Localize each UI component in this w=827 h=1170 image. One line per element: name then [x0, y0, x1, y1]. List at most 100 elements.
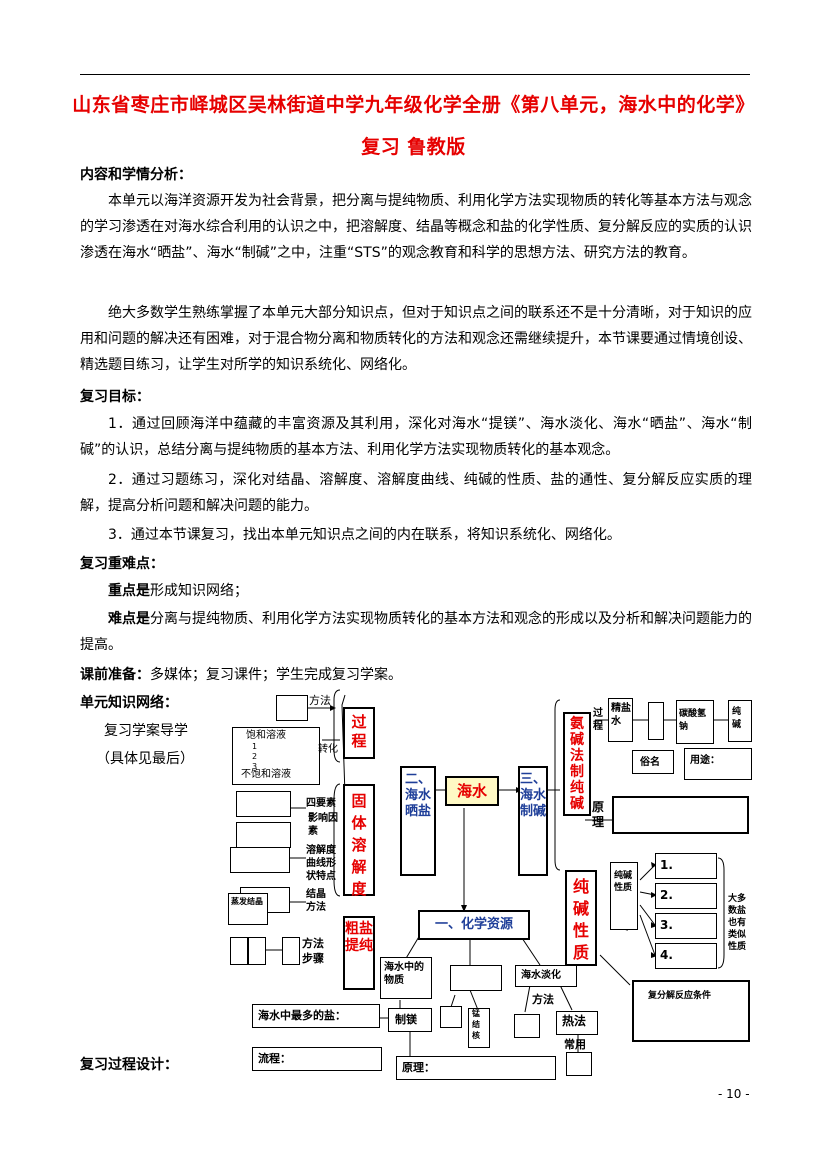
diagram-box-blank	[276, 695, 308, 721]
diagram-box-blank	[248, 937, 266, 965]
property-1-box	[655, 853, 717, 879]
soda-properties-box	[610, 862, 638, 930]
label-method-3: 方法	[532, 993, 554, 1006]
preparation: 课前准备：多媒体；复习课件；学生完成复习学案。	[80, 662, 752, 688]
label-seawater-substances: 海水中的物质	[384, 962, 424, 986]
heat-method-box	[556, 1011, 598, 1035]
key-point: 重点是形成知识网络；	[108, 578, 748, 604]
label-soda-properties: 纯碱性质	[565, 870, 597, 966]
label-use: 用途：	[690, 755, 720, 766]
magnesium-box	[388, 1008, 432, 1032]
label-brine: 精盐水	[611, 703, 631, 727]
label-unsaturated: 不饱和溶液	[241, 769, 291, 780]
label-saturated: 饱和溶液	[246, 730, 286, 741]
label-common: 常用	[564, 1038, 586, 1051]
label-curve: 溶解度曲线形状特点	[306, 845, 336, 882]
label-steps: 步骤	[302, 952, 324, 965]
label-four-factors: 四要素	[306, 798, 336, 809]
label-method-1: 方法	[309, 694, 331, 707]
diagram-box-blank	[648, 702, 664, 740]
label-conversion: 转化	[318, 744, 338, 755]
brine-box	[608, 698, 633, 742]
heading-process: 复习过程设计：	[80, 1057, 178, 1073]
heading-key-points: 复习重难点：	[80, 556, 164, 572]
label-sea-salt: 二、海水晒盐	[400, 766, 436, 876]
diagram-box-blank	[230, 847, 290, 873]
flow-box	[252, 1047, 382, 1071]
label-numbers: 1 2 3	[252, 742, 258, 771]
side-note-2: （具体见最后）	[96, 751, 194, 767]
diagram-box-blank	[236, 822, 291, 848]
use-box	[684, 748, 752, 780]
label-property-3: 3.	[660, 918, 673, 932]
diagram-box-blank	[230, 937, 248, 965]
key-label: 重点是	[108, 583, 150, 599]
label-magnesium: 制镁	[395, 1013, 417, 1026]
difficult-text: 分离与提纯物质、利用化学方法实现物质转化的基本方法和观念的形成以及分析和解决问题…	[80, 611, 752, 653]
label-soda: 纯碱	[732, 707, 742, 730]
page-number: - 10 -	[718, 1087, 750, 1101]
difficult-point: 难点是分离与提纯物质、利用化学方法实现物质转化的基本方法和观念的形成以及分析和解…	[80, 606, 752, 658]
label-most-salt: 海水中最多的盐：	[258, 1009, 346, 1022]
common-name-box	[632, 750, 674, 774]
nodule-box	[468, 1008, 490, 1048]
label-crude-salt: 粗盐提纯	[343, 916, 375, 990]
double-decomp-box	[632, 980, 750, 1042]
center-seawater: 海水	[445, 776, 499, 806]
property-3-box	[655, 913, 717, 939]
diagram-box-blank	[514, 1014, 540, 1038]
label-double-decomp: 复分解反应条件	[648, 991, 712, 1001]
label-soda-properties-small: 纯碱性质	[614, 871, 633, 893]
label-principle-2: 原理	[592, 800, 605, 829]
preparation-text: 多媒体；复习课件；学生完成复习学案。	[150, 667, 402, 683]
heading-analysis: 内容和学情分析：	[80, 167, 192, 183]
label-method-2: 方法	[302, 937, 324, 950]
goal-2: 2．通过习题练习，深化对结晶、溶解度、溶解度曲线、纯碱的性质、盐的通性、复分解反…	[80, 472, 752, 514]
principle-answer-box	[612, 796, 749, 834]
label-common-name: 俗名	[640, 757, 660, 768]
label-soda-making: 三、海水制碱	[518, 766, 548, 876]
label-nodule: 锰结核	[472, 1009, 480, 1040]
document-subtitle: 复习 鲁教版	[361, 136, 466, 158]
goal-3: 3．通过本节课复习，找出本单元知识点之间的内在联系，将知识系统化、网络化。	[108, 527, 621, 543]
difficult-label: 难点是	[108, 611, 150, 627]
heading-network: 单元知识网络：	[80, 695, 178, 711]
label-flow: 流程：	[258, 1052, 291, 1065]
principle-box	[396, 1056, 556, 1080]
most-salt-box	[252, 1004, 380, 1028]
diagram-box-blank	[450, 965, 502, 991]
analysis-paragraph-2: 绝大多数学生熟练掌握了本单元大部分知识点，但对于知识点之间的联系还不是十分清晰，…	[80, 305, 752, 373]
side-note-1: 复习学案导学	[104, 723, 188, 739]
label-ammonia-soda: 氨碱法制纯碱	[563, 712, 591, 816]
diagram-box-blank	[236, 791, 291, 817]
label-bicarbonate: 碳酸氢钠	[679, 709, 707, 732]
diagram-box-blank	[566, 1052, 592, 1076]
soda-box	[728, 700, 752, 742]
label-influence: 影响因素	[308, 813, 338, 837]
label-evaporation: 蒸发结晶	[231, 897, 263, 906]
label-solubility: 固体溶解度	[343, 784, 375, 898]
label-property-4: 4.	[660, 948, 673, 962]
preparation-label: 课前准备：	[80, 667, 150, 683]
diagram-box-blank	[440, 1006, 462, 1028]
bicarbonate-box	[676, 700, 714, 744]
label-desalination: 海水淡化	[521, 970, 561, 981]
label-property-2: 2.	[660, 888, 673, 902]
label-heat-method: 热法	[562, 1014, 587, 1028]
seawater-substances-box	[380, 957, 432, 999]
diagram-box-blank	[282, 937, 300, 965]
label-crystal-method: 结晶方法	[306, 889, 326, 913]
analysis-paragraph-1: 本单元以海洋资源开发为社会背景，把分离与提纯物质、利用化学方法实现物质的转化等基…	[80, 193, 752, 261]
property-2-box	[655, 883, 717, 909]
desalination-box	[515, 965, 577, 987]
saturation-box	[232, 727, 320, 785]
label-process-2: 过程	[593, 708, 603, 732]
label-principle: 原理：	[402, 1061, 435, 1074]
document-title: 山东省枣庄市峄城区吴林街道中学九年级化学全册《第八单元，海水中的化学》	[72, 94, 755, 116]
key-text: 形成知识网络；	[150, 583, 248, 599]
evaporation-box	[228, 893, 268, 925]
label-property-1: 1.	[660, 858, 673, 872]
heading-goals: 复习目标：	[80, 389, 150, 405]
label-similar-properties: 大多数盐也有类似性质	[728, 894, 747, 952]
